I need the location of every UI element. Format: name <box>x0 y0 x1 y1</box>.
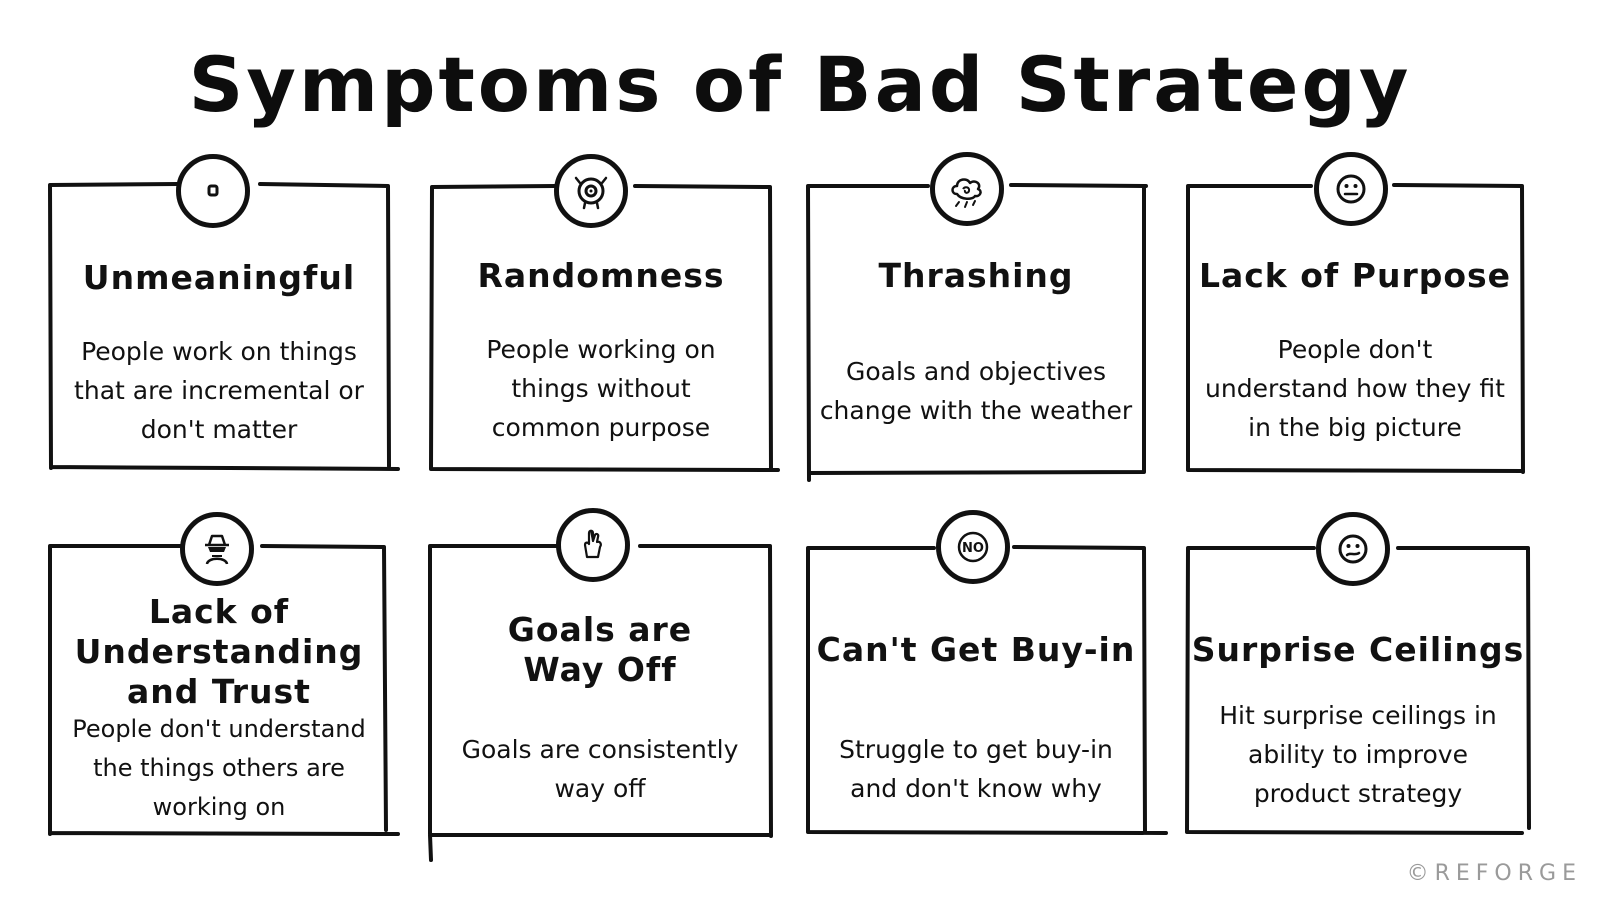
card-description: People don't understand how they fit in … <box>1205 335 1505 442</box>
page-title: Symptoms of Bad Strategy <box>188 40 1412 129</box>
symptom-card-thrashing: Thrashing Goals and objectives change wi… <box>806 152 1148 482</box>
card-description: Struggle to get buy-in and don't know wh… <box>839 735 1113 803</box>
card-frame <box>806 183 1148 482</box>
symptom-card-lack-of-understanding-and-trust: Lack of Understanding and Trust People d… <box>48 512 400 836</box>
symptom-card-lack-of-purpose: Lack of Purpose People don't understand … <box>1186 152 1525 474</box>
card-title: Lack of Purpose <box>1198 256 1512 295</box>
dot-icon <box>176 154 250 228</box>
card-frame <box>48 544 400 836</box>
card-frame <box>806 545 1168 835</box>
symptom-card-surprise-ceilings: Surprise Ceilings Hit surprise ceilings … <box>1185 512 1531 835</box>
card-description: People working on things without common … <box>486 335 716 442</box>
card-title: Randomness <box>477 256 725 295</box>
card-description: Goals and objectives change with the wea… <box>819 357 1133 425</box>
crossed-fingers-icon <box>556 508 630 582</box>
card-frame <box>48 182 400 471</box>
card-frame <box>1185 546 1531 835</box>
card-title: Lack of Understanding and Trust <box>74 592 364 711</box>
symptom-card-cant-get-buy-in: NO Can't Get Buy-in Struggle to get buy-… <box>806 510 1168 835</box>
card-title: Goals are Way Off <box>507 610 693 689</box>
symptom-card-randomness: Randomness People working on things with… <box>429 154 780 472</box>
card-title: Thrashing <box>878 256 1074 295</box>
card-title: Surprise Ceilings <box>1191 630 1525 669</box>
confused-face-icon <box>1316 512 1390 586</box>
symptom-card-goals-are-way-off: Goals are Way Off Goals are consistently… <box>428 508 773 862</box>
card-title: Can't Get Buy-in <box>816 630 1136 669</box>
storm-cloud-icon <box>930 152 1004 226</box>
card-frame <box>1186 183 1525 474</box>
card-frame <box>428 544 773 862</box>
symptom-card-unmeaningful: Unmeaningful People work on things that … <box>48 154 400 471</box>
svg-text:NO: NO <box>962 541 984 556</box>
neutral-face-icon <box>1314 152 1388 226</box>
card-description: Goals are consistently way off <box>461 735 739 803</box>
card-description: People don't understand the things other… <box>72 715 366 821</box>
spy-icon <box>180 512 254 586</box>
card-title: Unmeaningful <box>82 258 356 297</box>
card-description: Hit surprise ceilings in ability to impr… <box>1219 701 1497 808</box>
card-description: People work on things that are increment… <box>74 337 364 444</box>
eye-monster-icon <box>554 154 628 228</box>
no-sign-icon: NO <box>936 510 1010 584</box>
card-frame <box>429 184 780 472</box>
credit-label: ©REFORGE <box>1406 861 1582 886</box>
